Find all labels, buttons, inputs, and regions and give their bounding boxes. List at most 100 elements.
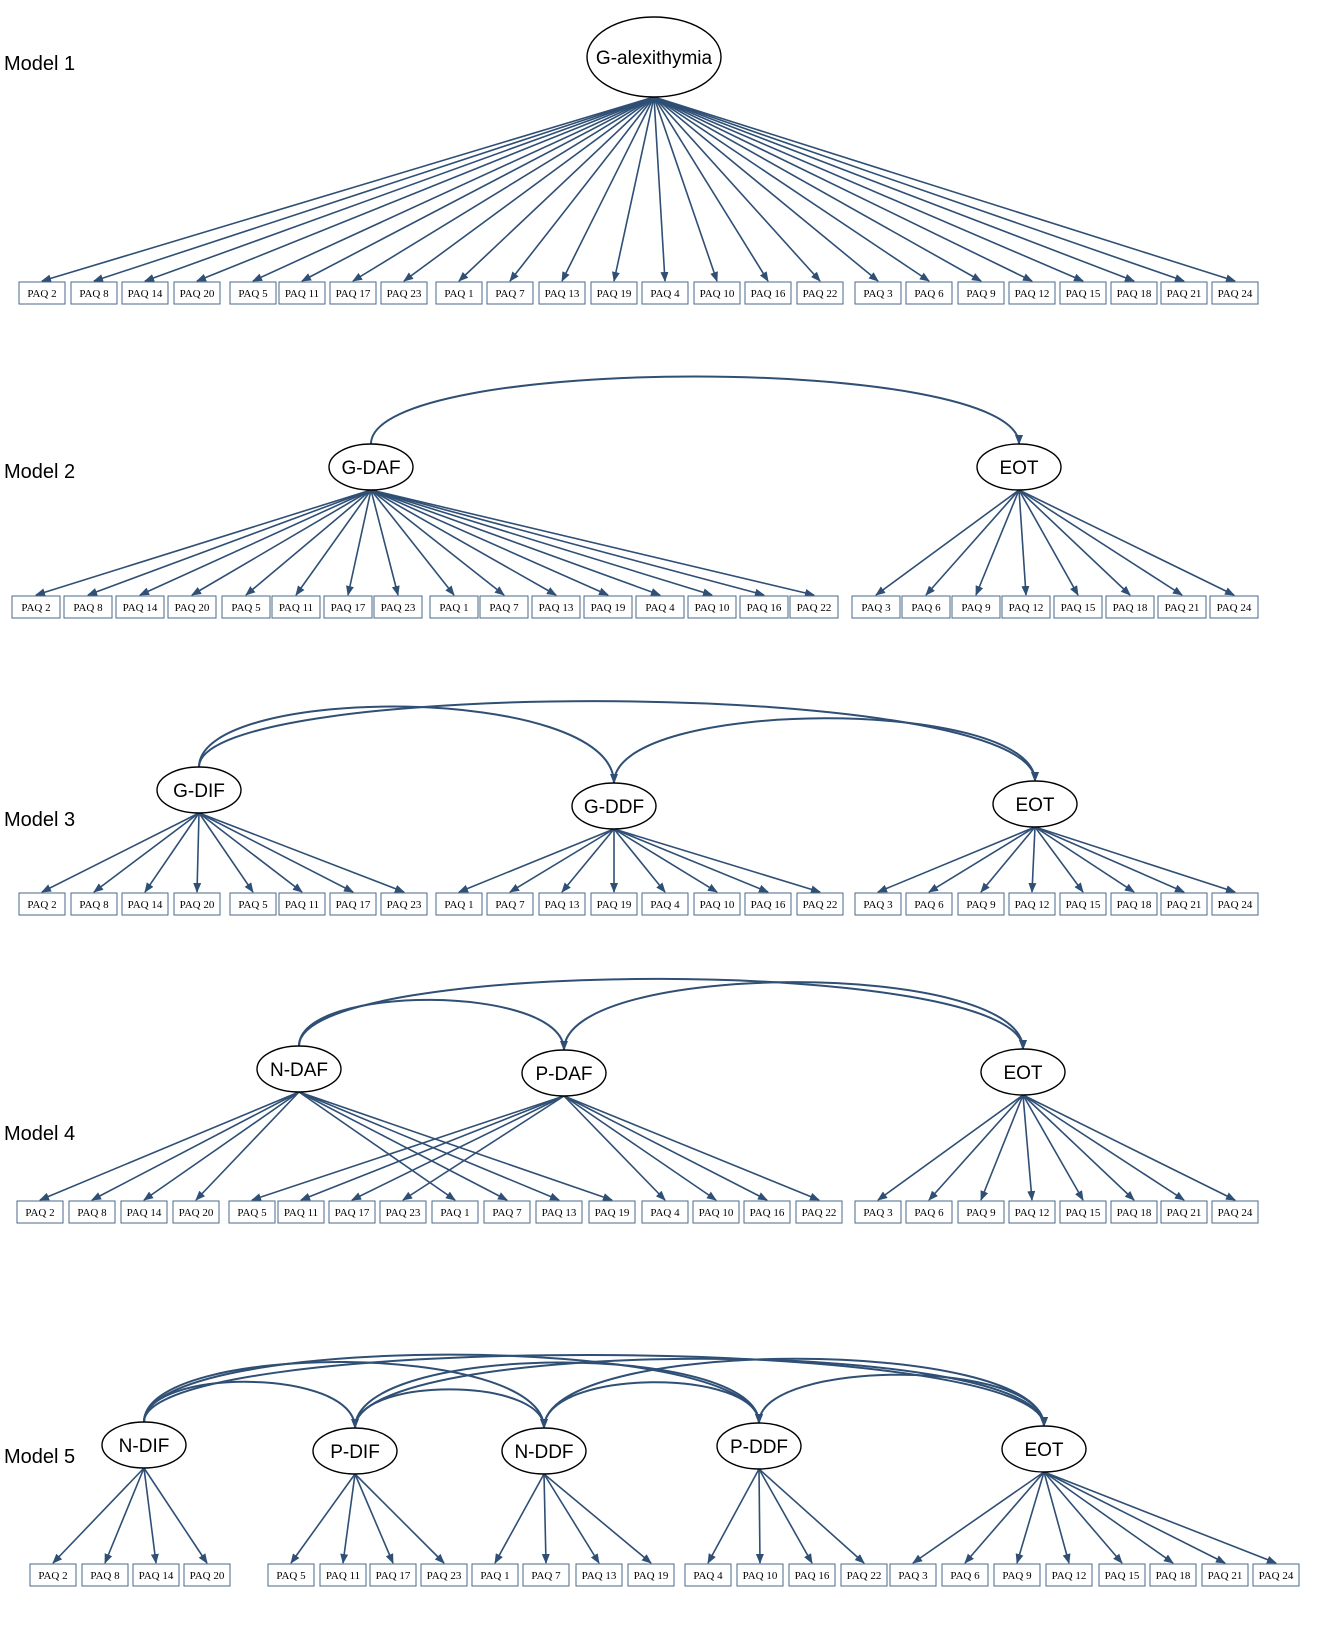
loading-arrow-g-alexithymia-paq-5 bbox=[252, 96, 655, 282]
latent-factor-n-daf: N-DAF bbox=[256, 1045, 342, 1093]
loading-arrows bbox=[35, 96, 1277, 1564]
indicator-label: PAQ 24 bbox=[1218, 1207, 1253, 1219]
indicator-label: PAQ 18 bbox=[1117, 288, 1152, 300]
indicator-box-paq-12-model-1: PAQ 12 bbox=[1008, 281, 1056, 305]
indicator-box-paq-11-model-4: PAQ 11 bbox=[277, 1200, 325, 1224]
indicator-label: PAQ 1 bbox=[444, 288, 473, 300]
indicator-rect bbox=[115, 595, 165, 619]
indicator-box-paq-13-model-3: PAQ 13 bbox=[538, 892, 586, 916]
loading-arrow-eot-paq-9 bbox=[1015, 1471, 1045, 1564]
indicator-label: PAQ 9 bbox=[966, 288, 996, 300]
indicator-label: PAQ 22 bbox=[803, 288, 838, 300]
indicator-box-paq-4-model-3: PAQ 4 bbox=[641, 892, 689, 916]
indicator-label: PAQ 3 bbox=[898, 1570, 928, 1582]
loading-arrow-g-alexithymia-paq-16 bbox=[653, 96, 769, 282]
indicator-box-paq-23-model-1: PAQ 23 bbox=[380, 281, 428, 305]
factor-ellipse bbox=[101, 1421, 187, 1469]
indicator-box-paq-5-model-1: PAQ 5 bbox=[229, 281, 277, 305]
loading-arrow-n-daf-paq-20 bbox=[195, 1091, 300, 1201]
indicator-label: PAQ 1 bbox=[480, 1570, 509, 1582]
indicator-box-paq-11-model-1: PAQ 11 bbox=[278, 281, 326, 305]
model-2-label: Model 2 bbox=[4, 461, 75, 483]
indicator-box-paq-15-model-2: PAQ 15 bbox=[1053, 595, 1103, 619]
indicator-rect bbox=[1045, 1563, 1093, 1587]
loading-arrow-n-daf-paq-8 bbox=[91, 1091, 300, 1201]
indicator-label: PAQ 15 bbox=[1066, 288, 1101, 300]
indicator-label: PAQ 4 bbox=[650, 1207, 680, 1219]
loading-arrow-eot-paq-6 bbox=[964, 1471, 1045, 1564]
indicator-rect bbox=[693, 281, 741, 305]
indicator-label: PAQ 4 bbox=[693, 1570, 723, 1582]
indicator-box-paq-24-model-1: PAQ 24 bbox=[1211, 281, 1259, 305]
loading-arrow-eot-paq-18 bbox=[1043, 1471, 1174, 1564]
loading-arrow-g-alexithymia-paq-15 bbox=[653, 96, 1084, 282]
indicator-rect bbox=[81, 1563, 129, 1587]
indicator-box-paq-18-model-1: PAQ 18 bbox=[1110, 281, 1158, 305]
indicator-label: PAQ 10 bbox=[743, 1570, 778, 1582]
covariance-arrow-gdif-gddf bbox=[198, 705, 618, 784]
indicator-label: PAQ 24 bbox=[1259, 1570, 1294, 1582]
indicator-box-paq-15-model-3: PAQ 15 bbox=[1059, 892, 1107, 916]
indicator-box-paq-3-model-2: PAQ 3 bbox=[851, 595, 901, 619]
loading-arrow-n-dif-paq-2 bbox=[52, 1467, 145, 1564]
indicator-rect bbox=[70, 892, 118, 916]
indicator-label: PAQ 16 bbox=[751, 899, 786, 911]
indicator-rect bbox=[221, 595, 271, 619]
indicator-label: PAQ 21 bbox=[1208, 1570, 1243, 1582]
loading-arrow-n-daf-paq-14 bbox=[143, 1091, 300, 1201]
latent-factor-eot: EOT bbox=[992, 780, 1078, 828]
indicator-rect bbox=[1160, 1200, 1208, 1224]
indicator-label: PAQ 20 bbox=[179, 1207, 214, 1219]
latent-factor-p-dif: P-DIF bbox=[312, 1427, 398, 1475]
indicator-label: PAQ 10 bbox=[695, 602, 730, 614]
indicator-label: PAQ 20 bbox=[190, 1570, 225, 1582]
indicator-rect bbox=[1001, 595, 1051, 619]
indicator-label: PAQ 3 bbox=[863, 288, 893, 300]
loading-arrow-eot-paq-12 bbox=[1043, 1471, 1071, 1564]
indicator-box-paq-20-model-2: PAQ 20 bbox=[167, 595, 217, 619]
latent-factor-g-alexithymia: G-alexithymia bbox=[586, 16, 722, 98]
indicator-box-paq-22-model-3: PAQ 22 bbox=[796, 892, 844, 916]
indicator-box-paq-22-model-1: PAQ 22 bbox=[796, 281, 844, 305]
loading-arrow-eot-paq-9 bbox=[975, 489, 1020, 596]
indicator-box-paq-23-model-3: PAQ 23 bbox=[380, 892, 428, 916]
indicator-label: PAQ 15 bbox=[1066, 899, 1101, 911]
indicator-rect bbox=[11, 595, 61, 619]
loading-arrow-n-daf-paq-2 bbox=[39, 1091, 300, 1201]
indicator-rect bbox=[538, 281, 586, 305]
loading-arrow-eot-paq-15 bbox=[1034, 826, 1084, 893]
indicator-label: PAQ 18 bbox=[1117, 1207, 1152, 1219]
indicator-label: PAQ 2 bbox=[27, 288, 56, 300]
indicator-box-paq-6-model-2: PAQ 6 bbox=[901, 595, 951, 619]
covariance-arrow-gdaf-eot bbox=[370, 375, 1023, 445]
covariance-arrow-gdif-eot bbox=[198, 700, 1039, 782]
indicator-label: PAQ 23 bbox=[386, 1207, 421, 1219]
indicator-box-paq-21-model-5: PAQ 21 bbox=[1201, 1563, 1249, 1587]
indicator-box-paq-14-model-4: PAQ 14 bbox=[120, 1200, 168, 1224]
indicator-rect bbox=[789, 595, 839, 619]
loading-arrow-g-dif-paq-5 bbox=[198, 812, 254, 893]
indicator-label: PAQ 13 bbox=[545, 288, 580, 300]
indicator-label: PAQ 2 bbox=[25, 1207, 54, 1219]
loading-arrow-p-daf-paq-22 bbox=[563, 1095, 820, 1201]
loading-arrow-g-dif-paq-8 bbox=[93, 812, 200, 893]
indicator-box-paq-13-model-5: PAQ 13 bbox=[575, 1563, 623, 1587]
indicator-box-paq-23-model-5: PAQ 23 bbox=[420, 1563, 468, 1587]
covariance-arrow-pdif-pddf bbox=[354, 1361, 763, 1429]
factor-ellipse bbox=[980, 1048, 1066, 1096]
indicator-box-paq-15-model-5: PAQ 15 bbox=[1098, 1563, 1146, 1587]
indicator-rect bbox=[267, 1563, 315, 1587]
loading-arrow-g-dif-paq-20 bbox=[193, 812, 202, 893]
indicator-box-paq-9-model-5: PAQ 9 bbox=[993, 1563, 1041, 1587]
indicator-box-paq-10-model-4: PAQ 10 bbox=[692, 1200, 740, 1224]
indicator-box-paq-11-model-3: PAQ 11 bbox=[278, 892, 326, 916]
loading-arrow-n-dif-paq-8 bbox=[104, 1467, 145, 1564]
loading-arrow-p-ddf-paq-4 bbox=[707, 1468, 760, 1564]
indicator-rect bbox=[736, 1563, 784, 1587]
loading-arrow-n-ddf-paq-19 bbox=[543, 1473, 652, 1564]
indicator-label: PAQ 24 bbox=[1218, 288, 1253, 300]
indicator-rect bbox=[635, 595, 685, 619]
indicator-rect bbox=[1110, 892, 1158, 916]
